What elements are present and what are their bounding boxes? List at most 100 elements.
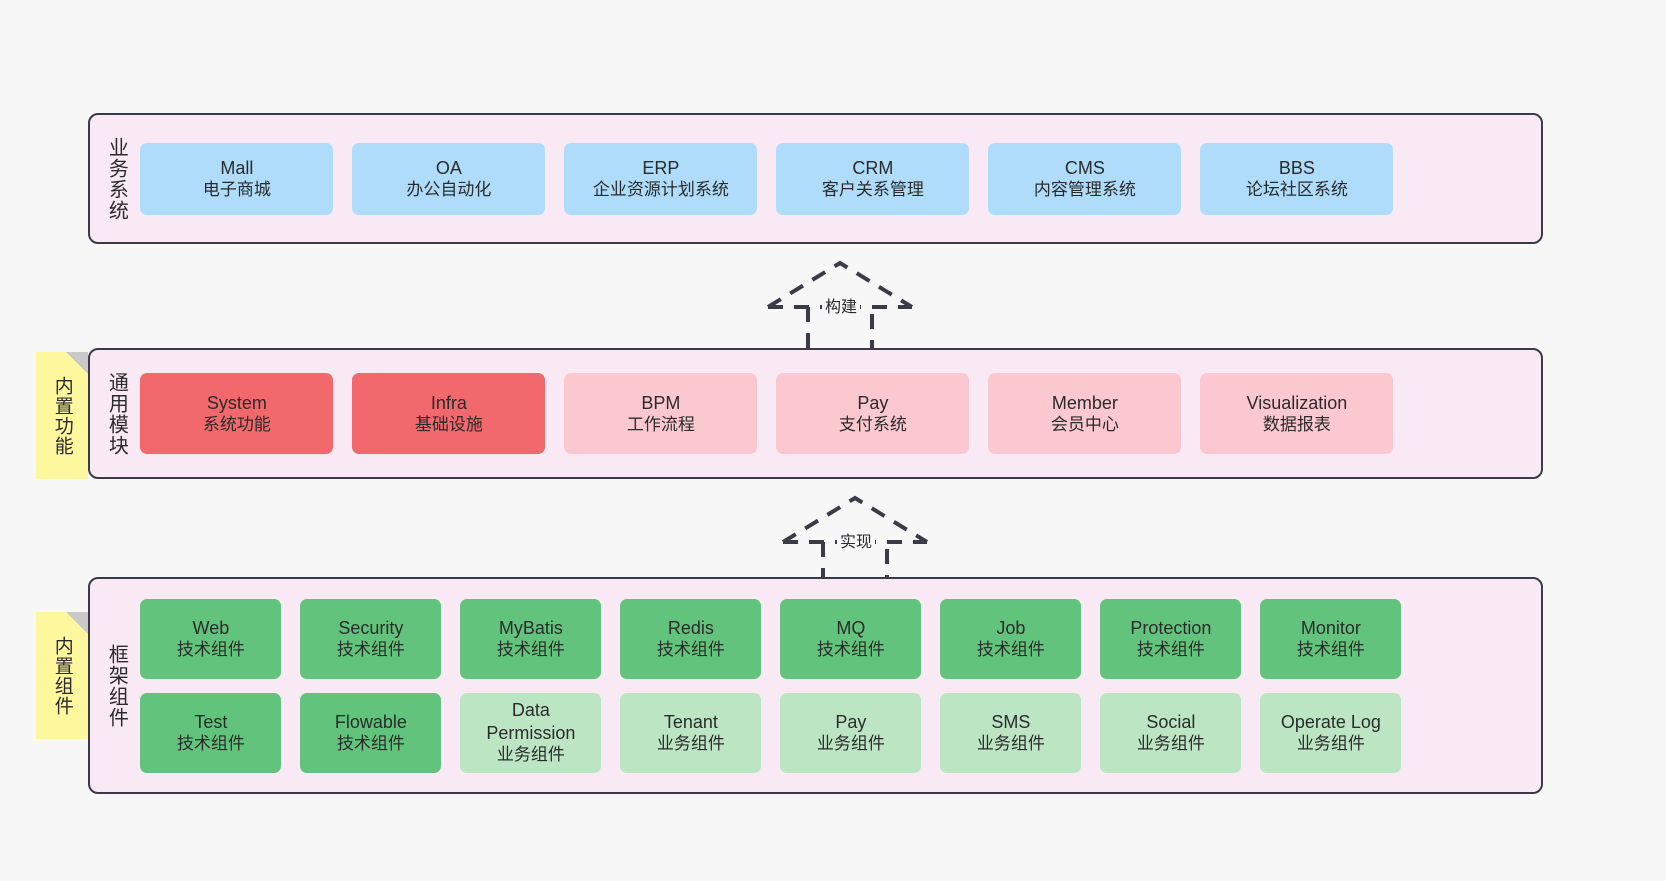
card-title-en: Social [1146, 711, 1196, 732]
card-title-en: Test [194, 711, 228, 732]
card-title-en: Protection [1130, 617, 1212, 638]
card-oa[interactable]: OA 办公自动化 [352, 142, 546, 215]
card-protection[interactable]: Protection 技术组件 [1100, 598, 1242, 679]
card-title-cn: 系统功能 [202, 415, 271, 435]
card-title-cn: 技术组件 [1296, 640, 1365, 660]
card-title-en: SMS [991, 711, 1031, 732]
card-title-cn: 技术组件 [336, 734, 405, 754]
card-title-cn: 基础设施 [414, 415, 483, 435]
card-mybatis[interactable]: MyBatis 技术组件 [460, 598, 602, 679]
card-title-en: Visualization [1246, 392, 1348, 413]
card-title-cn: 业务组件 [816, 734, 885, 754]
card-title-en: Pay [835, 711, 867, 732]
card-system[interactable]: System 系统功能 [140, 373, 334, 454]
card-title-en: CMS [1064, 157, 1105, 178]
card-title-cn: 业务组件 [496, 745, 565, 765]
card-title-en: Data Permission [486, 700, 576, 743]
card-infra[interactable]: Infra 基础设施 [352, 373, 546, 454]
sticky-note-builtin-component: 内置组件 [36, 612, 88, 739]
card-row-modules: System 系统功能 Infra 基础设施 BPM 工作流程 Pay 支付系统… [140, 373, 1525, 454]
card-social[interactable]: Social 业务组件 [1100, 692, 1242, 773]
card-visualization[interactable]: Visualization 数据报表 [1200, 373, 1394, 454]
card-sms[interactable]: SMS 业务组件 [940, 692, 1082, 773]
card-bbs[interactable]: BBS 论坛社区系统 [1200, 142, 1394, 215]
card-test[interactable]: Test 技术组件 [140, 692, 282, 773]
card-title-en: Flowable [334, 711, 407, 732]
card-tenant[interactable]: Tenant 业务组件 [620, 692, 762, 773]
card-title-en: Web [192, 617, 230, 638]
card-pay-module[interactable]: Pay 支付系统 [776, 373, 970, 454]
card-title-cn: 技术组件 [976, 640, 1045, 660]
card-row-business: Mall 电子商城 OA 办公自动化 ERP 企业资源计划系统 CRM 客户关系… [140, 142, 1525, 215]
card-title-en: Pay [857, 392, 889, 413]
layer-body-common-modules: System 系统功能 Infra 基础设施 BPM 工作流程 Pay 支付系统… [136, 373, 1541, 454]
card-title-cn: 业务组件 [656, 734, 725, 754]
card-mall[interactable]: Mall 电子商城 [140, 142, 334, 215]
card-title-cn: 数据报表 [1262, 415, 1331, 435]
card-title-cn: 论坛社区系统 [1245, 180, 1348, 200]
card-monitor[interactable]: Monitor 技术组件 [1260, 598, 1402, 679]
card-pay-component[interactable]: Pay 业务组件 [780, 692, 922, 773]
card-title-cn: 技术组件 [656, 640, 725, 660]
card-title-cn: 技术组件 [1136, 640, 1205, 660]
sticky-note-label: 内置组件 [51, 635, 73, 716]
card-security[interactable]: Security 技术组件 [300, 598, 442, 679]
layer-title-common-modules: 通用模块 [105, 371, 128, 456]
card-title-cn: 工作流程 [626, 415, 695, 435]
card-title-en: Infra [430, 392, 467, 413]
card-title-en: CRM [852, 157, 894, 178]
card-title-cn: 会员中心 [1050, 415, 1119, 435]
card-bpm[interactable]: BPM 工作流程 [564, 373, 758, 454]
card-row-framework-tech: Web 技术组件 Security 技术组件 MyBatis 技术组件 Redi… [140, 598, 1525, 679]
card-title-cn: 业务组件 [976, 734, 1045, 754]
card-title-cn: 技术组件 [176, 734, 245, 754]
card-title-cn: 电子商城 [202, 180, 271, 200]
card-title-cn: 技术组件 [176, 640, 245, 660]
relation-arrow-build: 构建 [760, 259, 920, 355]
layer-business-system: 业务系统 Mall 电子商城 OA 办公自动化 ERP 企业资源计划系统 CRM… [88, 113, 1543, 244]
sticky-fold-icon [66, 352, 88, 374]
card-title-cn: 技术组件 [816, 640, 885, 660]
card-mq[interactable]: MQ 技术组件 [780, 598, 922, 679]
sticky-fold-icon [66, 612, 88, 634]
card-title-cn: 技术组件 [336, 640, 405, 660]
card-row-framework-business: Test 技术组件 Flowable 技术组件 Data Permission … [140, 692, 1525, 773]
card-title-cn: 业务组件 [1296, 734, 1365, 754]
card-member[interactable]: Member 会员中心 [988, 373, 1182, 454]
card-redis[interactable]: Redis 技术组件 [620, 598, 762, 679]
generalization-arrow-icon [781, 495, 929, 588]
layer-body-framework-components: Web 技术组件 Security 技术组件 MyBatis 技术组件 Redi… [136, 598, 1541, 773]
arrow-label-realize: 实现 [837, 528, 876, 552]
card-title-cn: 支付系统 [838, 415, 907, 435]
card-title-en: Operate Log [1280, 711, 1381, 732]
card-title-en: BBS [1278, 157, 1315, 178]
card-flowable[interactable]: Flowable 技术组件 [300, 692, 442, 773]
layer-body-business-system: Mall 电子商城 OA 办公自动化 ERP 企业资源计划系统 CRM 客户关系… [136, 142, 1541, 215]
card-title-en: Member [1051, 392, 1118, 413]
card-title-en: ERP [642, 157, 680, 178]
card-title-en: MQ [836, 617, 866, 638]
card-title-cn: 内容管理系统 [1033, 180, 1136, 200]
layer-framework-components: 框架组件 Web 技术组件 Security 技术组件 MyBatis 技术组件… [88, 577, 1543, 794]
card-title-cn: 办公自动化 [406, 180, 492, 200]
card-erp[interactable]: ERP 企业资源计划系统 [564, 142, 758, 215]
card-title-en: BPM [641, 392, 681, 413]
card-crm[interactable]: CRM 客户关系管理 [776, 142, 970, 215]
card-title-cn: 技术组件 [496, 640, 565, 660]
sticky-note-label: 内置功能 [51, 375, 73, 456]
arrow-label-build: 构建 [822, 293, 861, 317]
layer-common-modules: 通用模块 System 系统功能 Infra 基础设施 BPM 工作流程 Pay… [88, 348, 1543, 479]
layer-title-business-system: 业务系统 [105, 136, 128, 221]
card-job[interactable]: Job 技术组件 [940, 598, 1082, 679]
relation-arrow-realize: 实现 [775, 494, 935, 590]
card-title-en: Mall [220, 157, 254, 178]
card-web[interactable]: Web 技术组件 [140, 598, 282, 679]
card-data-permission[interactable]: Data Permission 业务组件 [460, 692, 602, 773]
card-title-en: Redis [667, 617, 714, 638]
card-title-cn: 业务组件 [1136, 734, 1205, 754]
sticky-note-builtin-function: 内置功能 [36, 352, 88, 479]
card-operate-log[interactable]: Operate Log 业务组件 [1260, 692, 1402, 773]
card-cms[interactable]: CMS 内容管理系统 [988, 142, 1182, 215]
layer-title-framework-components: 框架组件 [105, 643, 128, 728]
